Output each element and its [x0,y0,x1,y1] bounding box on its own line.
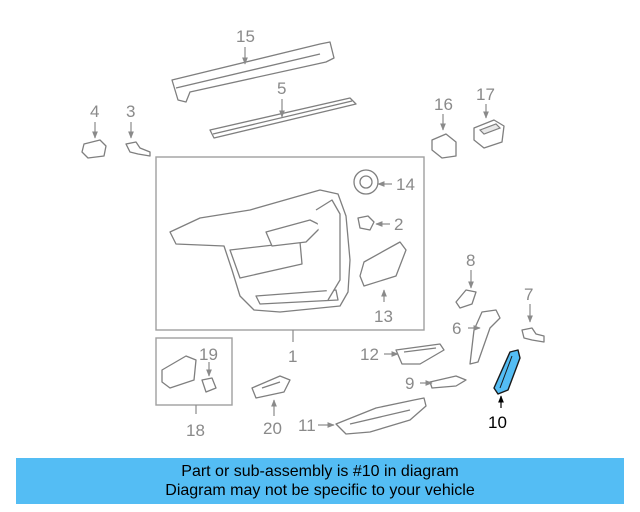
part-9-handle-insert [420,375,467,389]
part-14-speaker-ring [353,169,392,195]
info-banner: Part or sub-assembly is #10 in diagram D… [16,458,624,504]
callout-12: 12 [360,345,379,364]
part-4-clip [81,122,107,159]
callout-3: 3 [126,102,135,121]
part-7-screw [521,304,545,343]
callout-7: 7 [524,285,533,304]
callout-6: 6 [452,319,461,338]
callout-10: 10 [488,413,507,432]
part-5-seal-strip [209,97,357,139]
part-11-armrest [318,397,427,435]
part-20-bezel [251,375,291,416]
part-10-trim-piece [493,349,521,408]
part-6-bracket [468,309,501,365]
callout-2: 2 [394,215,403,234]
part-1-door-panel [169,189,351,313]
callout-8: 8 [466,251,475,270]
part-2-screw [357,215,390,231]
callout-13: 13 [374,307,393,326]
callout-4: 4 [90,102,99,121]
callout-15: 15 [236,27,255,46]
callout-16: 16 [434,95,453,114]
callout-17: 17 [476,85,495,104]
part-16-clip [431,114,457,159]
group-box-18 [155,337,233,406]
callout-1: 1 [288,347,297,366]
part-18-switch-assembly [161,355,217,393]
callout-18: 18 [186,421,205,440]
group-box-1 [155,156,425,331]
part-3-screw [125,122,151,157]
callout-14: 14 [396,175,415,194]
part-10-highlight [493,349,521,395]
part-13-speaker-grille [359,241,407,302]
callout-19: 19 [199,345,218,364]
callout-5: 5 [277,79,286,98]
callout-9: 9 [405,374,414,393]
part-8-handle-cup [455,270,477,309]
part-15-upper-trim [171,41,335,103]
callout-11: 11 [298,416,316,435]
callout-20: 20 [263,419,282,438]
banner-line-1: Part or sub-assembly is #10 in diagram [181,463,459,480]
part-12-armrest-trim [384,343,445,365]
part-17-switch-block [473,104,505,149]
banner-line-2: Diagram may not be specific to your vehi… [165,482,475,499]
